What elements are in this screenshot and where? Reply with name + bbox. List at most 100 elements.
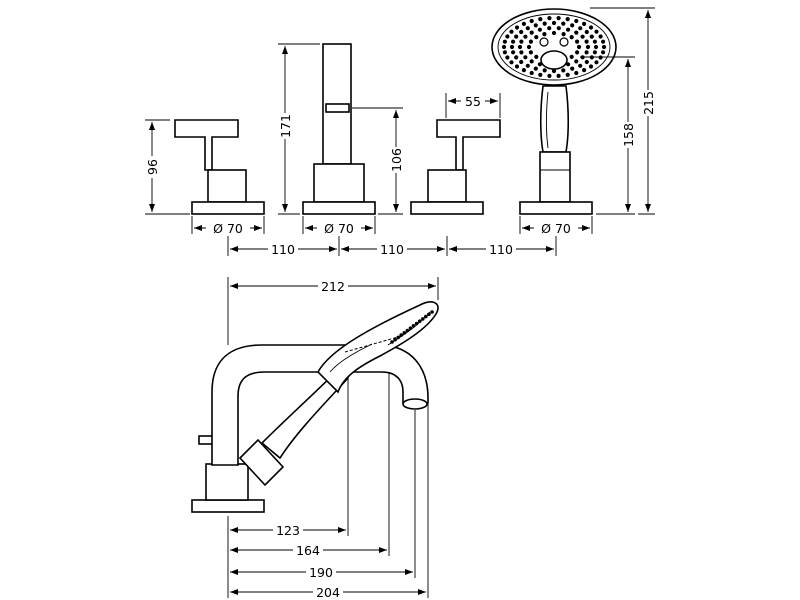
spray-hole [565, 72, 570, 77]
spray-hole [514, 64, 520, 69]
spray-hole [601, 50, 606, 55]
spray-hole [598, 55, 603, 60]
dimension-106: 106 [352, 107, 404, 215]
dimension-212: 212 [227, 277, 439, 345]
spray-hole [598, 34, 603, 39]
center-opening [539, 37, 549, 47]
spray-hole [574, 30, 579, 35]
spray-hole [569, 54, 574, 60]
spray-hole [588, 64, 594, 69]
side-spout-outlet [402, 398, 428, 410]
dimension-dia-shower: Ø 70 [519, 216, 593, 236]
side-lever-nub [198, 435, 214, 445]
face-hole [421, 317, 425, 321]
spray-hole [547, 73, 552, 78]
spray-hole [519, 59, 524, 65]
spray-hole [574, 18, 579, 24]
face-hole [411, 324, 416, 328]
spray-hole [534, 35, 539, 40]
spray-hole [551, 68, 557, 74]
face-hole [402, 331, 407, 335]
spray-hole [501, 44, 507, 50]
side-shower-face-holes [390, 310, 434, 344]
dimension-158: 158 [580, 56, 636, 215]
face-hole [408, 326, 413, 331]
spray-hole [517, 44, 523, 50]
spray-hole [514, 25, 520, 30]
spray-hole [505, 34, 510, 39]
spray-hole [594, 60, 599, 65]
spray-hole [533, 66, 538, 71]
spray-hole [526, 44, 532, 50]
spray-hole [519, 39, 524, 44]
spray-hole [529, 70, 534, 76]
spray-hole [569, 35, 574, 40]
face-hole [390, 340, 394, 344]
spray-hole [514, 34, 519, 39]
spray-hole [575, 50, 580, 55]
spray-hole [578, 63, 583, 68]
side-hose-connector [238, 438, 285, 487]
spray-hole [528, 50, 534, 55]
spray-hole [542, 31, 547, 37]
spray-hole [601, 44, 607, 50]
center-opening [559, 37, 569, 47]
face-hole [396, 335, 401, 340]
spray-hole [538, 17, 543, 22]
spray-hole [584, 29, 589, 35]
spray-hole [509, 60, 514, 65]
shower-total-height-label: 215 [641, 91, 656, 115]
dim-204-label: 204 [316, 585, 340, 600]
spray-hole [601, 39, 606, 44]
face-hole [414, 321, 419, 326]
spray-hole [561, 21, 566, 26]
spray-hole [575, 39, 580, 44]
spray-hole [592, 50, 598, 55]
dimension-171: 171 [277, 43, 320, 215]
spray-hole [523, 34, 528, 39]
spray-hole [594, 29, 599, 34]
spray-hole [574, 70, 579, 76]
spray-hole [528, 39, 534, 44]
spray-hole [525, 63, 530, 68]
spray-hole [588, 25, 594, 30]
spray-hole [561, 68, 566, 73]
spacing-3-label: 110 [489, 242, 513, 257]
dimension-55: 55 [445, 93, 501, 118]
spray-hole [547, 16, 552, 21]
spray-hole [556, 16, 561, 21]
spray-hole [576, 44, 582, 50]
handle-height-label: 96 [145, 159, 160, 175]
spray-hole [523, 55, 528, 60]
spray-hole [593, 44, 599, 50]
spray-hole [534, 54, 539, 60]
dimension-bottom-stack: 123 164 190 204 [227, 372, 429, 600]
spray-hole [556, 73, 561, 78]
side-base-plate [191, 499, 265, 513]
hand-shower-front [491, 8, 617, 215]
spray-hole [578, 26, 583, 31]
spacing-2-label: 110 [380, 242, 404, 257]
spray-hole [538, 72, 543, 77]
spray-hole [566, 27, 571, 32]
dim-164-label: 164 [296, 543, 320, 558]
spray-hole [509, 44, 515, 50]
spray-hole [505, 55, 510, 60]
spout-front [302, 43, 376, 215]
dimension-96: 96 [144, 119, 190, 215]
spray-hole [514, 55, 519, 60]
side-shower-head [317, 301, 439, 394]
spout-outlet-height-label: 106 [389, 148, 404, 172]
spray-hole [582, 21, 587, 26]
spray-hole [533, 23, 538, 28]
spray-hole [529, 18, 534, 24]
face-hole [417, 319, 422, 324]
spray-hole [529, 30, 534, 35]
spray-hole [510, 39, 516, 44]
spray-hole [542, 21, 547, 26]
base-diameter-spout-label: Ø 70 [324, 221, 354, 236]
spray-hole [519, 29, 524, 35]
spray-hole [502, 50, 507, 55]
front-view: 96 171 106 55 [144, 7, 656, 257]
spray-hole [582, 68, 587, 73]
